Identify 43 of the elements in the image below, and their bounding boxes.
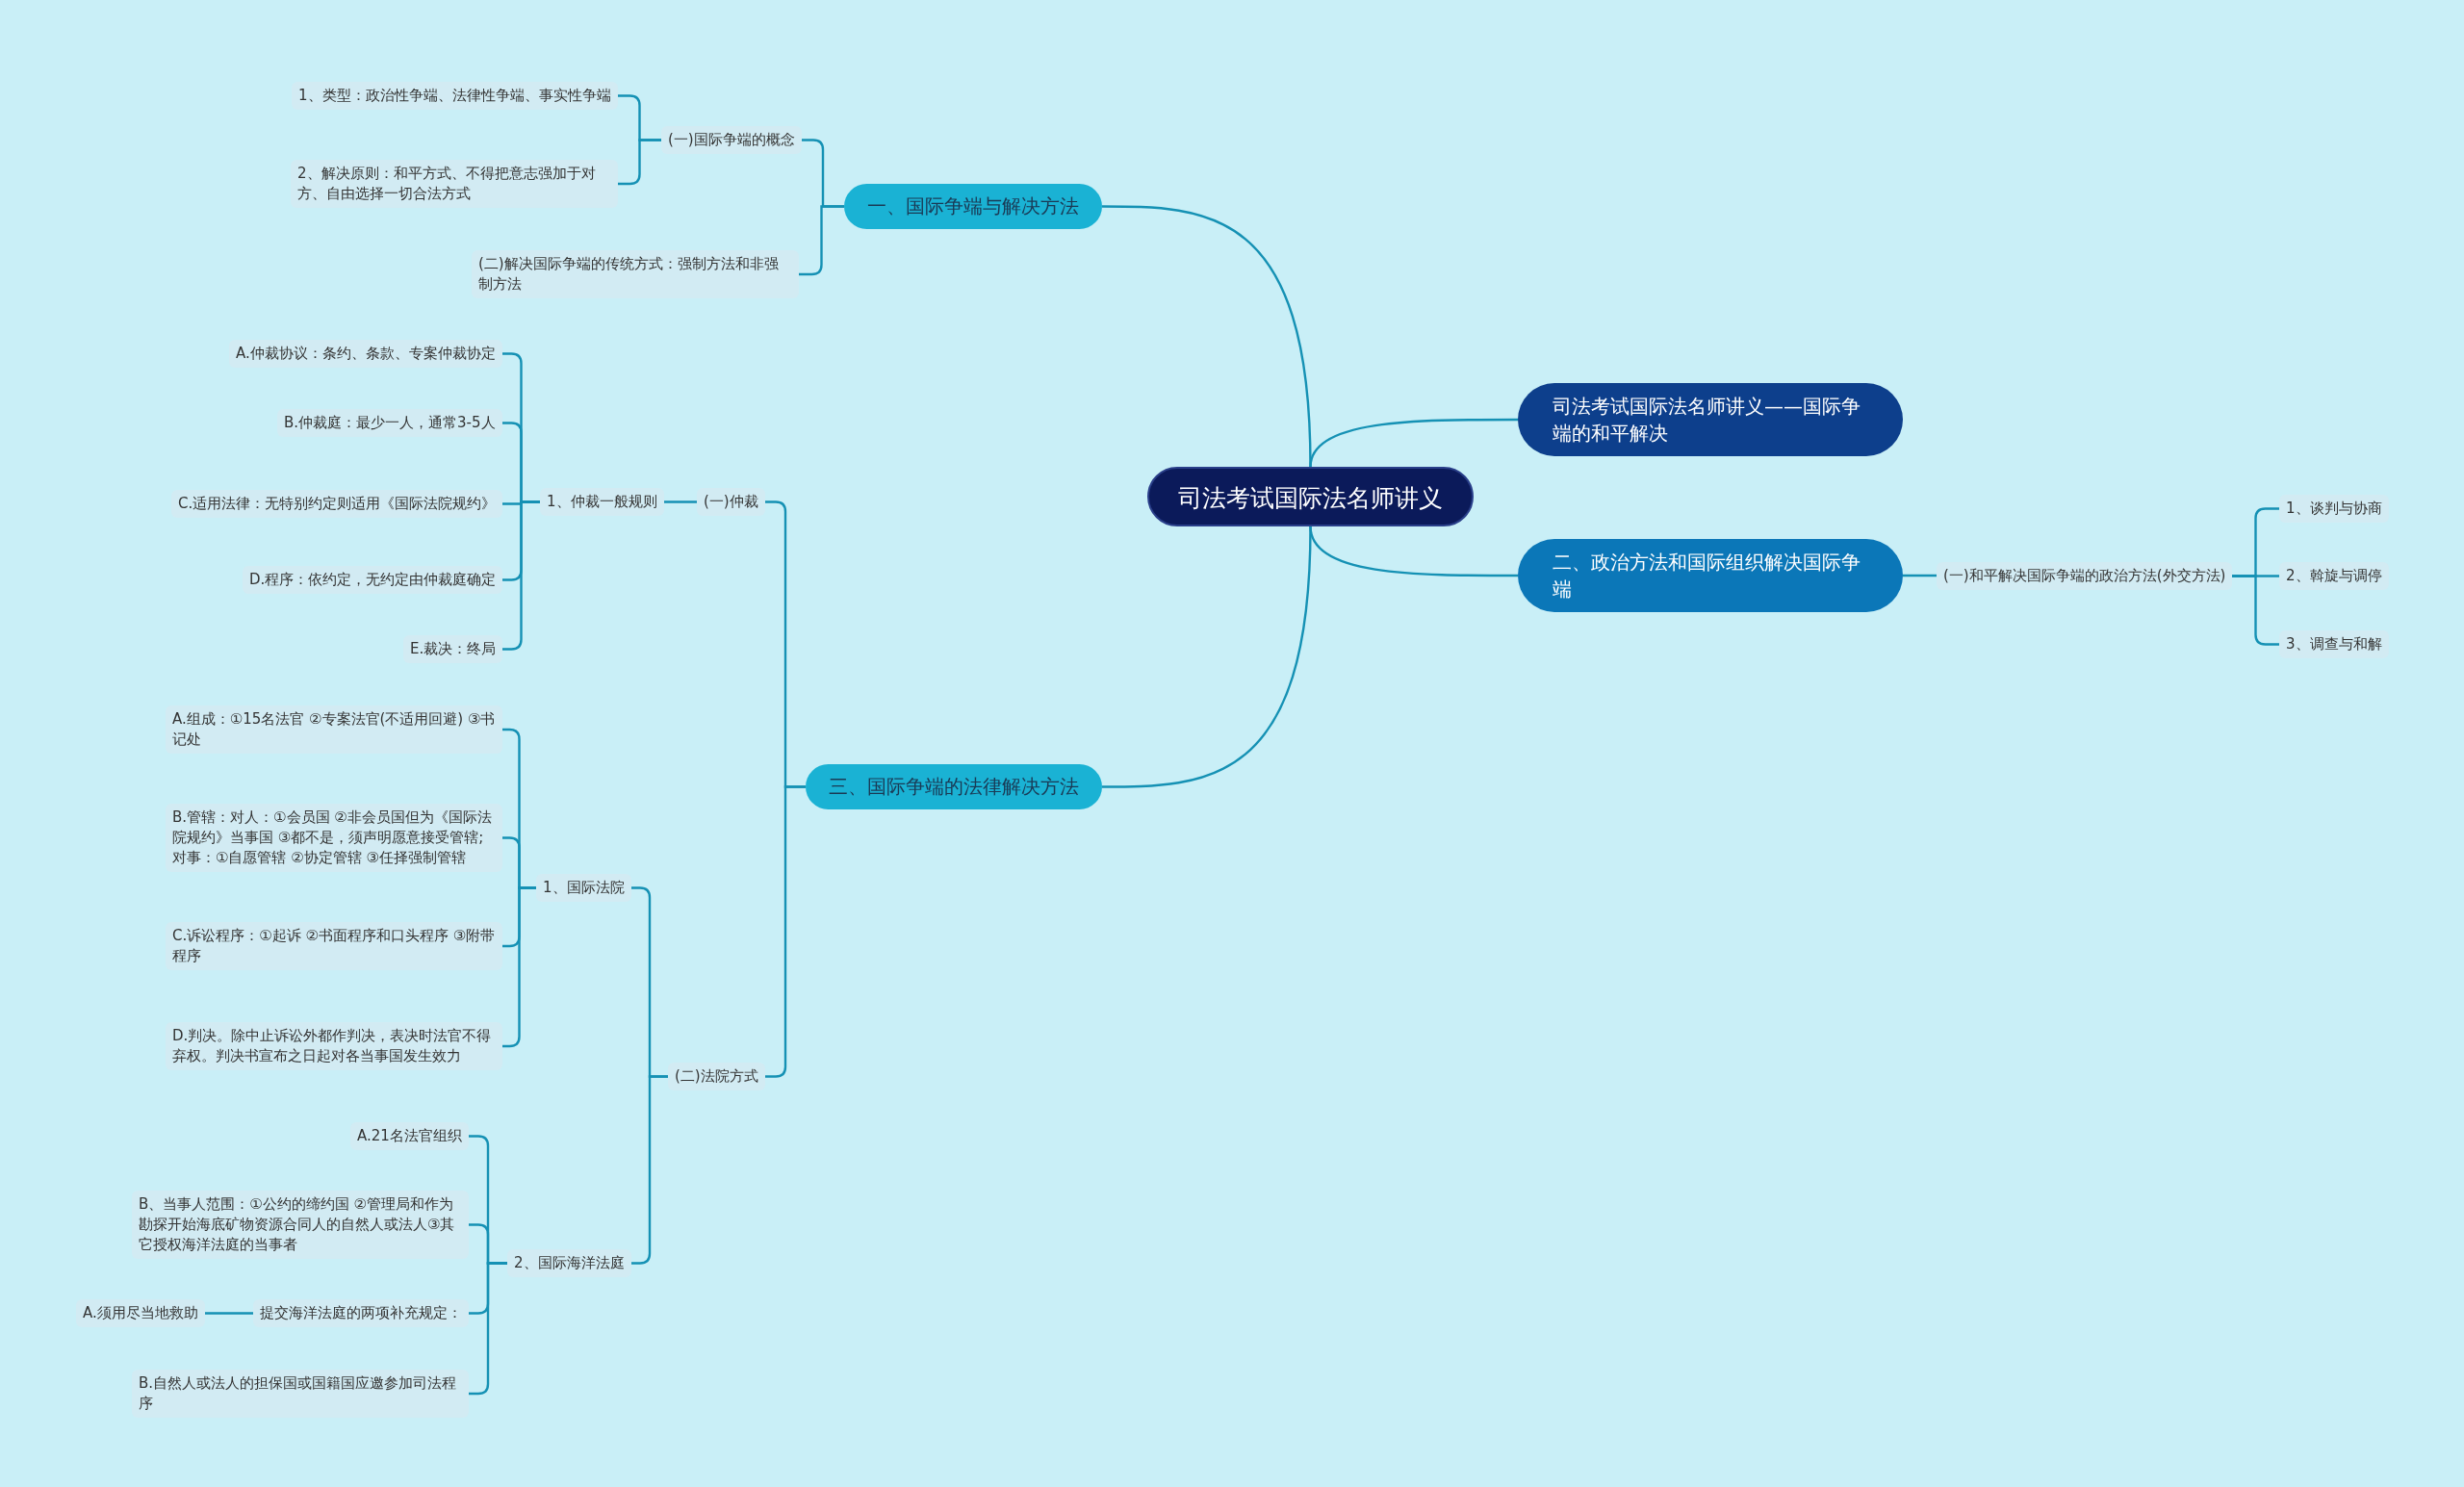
subtopic-label: 2、国际海洋法庭 — [507, 1248, 631, 1277]
topic-pill: 二、政治方法和国际组织解决国际争端 — [1518, 539, 1903, 612]
subtopic-label: B.仲裁庭：最少一人，通常3-5人 — [277, 408, 502, 437]
subtopic-label: (一)国际争端的概念 — [661, 125, 802, 154]
connector — [799, 205, 844, 276]
subtopic-label: A.须用尽当地救助 — [76, 1298, 205, 1327]
connector — [1309, 526, 1518, 577]
subtopic-label: 3、调查与和解 — [2279, 629, 2389, 658]
subtopic-label: 1、类型：政治性争端、法律性争端、事实性争端 — [292, 81, 618, 110]
subtopic-label: 提交海洋法庭的两项补充规定： — [253, 1298, 469, 1327]
topic-pill: 三、国际争端的法律解决方法 — [806, 763, 1102, 809]
subtopic-label: D.判决。除中止诉讼外都作判决，表决时法官不得弃权。判决书宣布之日起对各当事国发生效力 — [166, 1022, 502, 1070]
topic-pill: 一、国际争端与解决方法 — [844, 183, 1102, 229]
subtopic-label: E.裁决：终局 — [403, 634, 503, 663]
subtopic-label: A.组成：①15名法官 ②专案法官(不适用回避) ③书记处 — [166, 705, 502, 754]
connector — [205, 1312, 253, 1315]
subtopic-label: (二)解决国际争端的传统方式：强制方法和非强制方法 — [472, 250, 799, 298]
subtopic-label: (一)仲裁 — [697, 487, 765, 516]
central-topic: 司法考试国际法名师讲义 — [1146, 467, 1474, 526]
subtopic-label: B.管辖：对人：①会员国 ②非会员国但为《国际法院规约》当事国 ③都不是，须声明愿意接受管辖;对事：①自愿管辖 ②协定管辖 ③任择强制管辖 — [166, 803, 502, 872]
subtopic-label: C.适用法律：无特别约定则适用《国际法院规约》 — [171, 489, 503, 518]
connector — [765, 785, 806, 1078]
subtopic-label: 1、仲裁一般规则 — [540, 487, 664, 516]
subtopic-label: B.自然人或法人的担保国或国籍国应邀参加司法程序 — [132, 1370, 469, 1418]
subtopic-label: C.诉讼程序：①起诉 ②书面程序和口头程序 ③附带程序 — [166, 922, 502, 970]
connector — [502, 500, 540, 651]
subtopic-label: A.21名法官组织 — [350, 1121, 469, 1150]
subtopic-label: 1、国际法院 — [536, 873, 631, 902]
connector — [1903, 574, 1937, 577]
subtopic-label: D.程序：依约定，无约定由仲裁庭确定 — [243, 565, 503, 594]
topic-pill: 司法考试国际法名师讲义——国际争端的和平解决 — [1518, 383, 1903, 456]
connector — [618, 139, 661, 186]
subtopic-label: 2、解决原则：和平方式、不得把意志强加于对方、自由选择一切合法方式 — [291, 160, 618, 208]
connector — [664, 500, 697, 503]
subtopic-label: (二)法院方式 — [668, 1062, 765, 1090]
subtopic-label: A.仲裁协议：条约、条款、专案仲裁协定 — [229, 339, 502, 368]
subtopic-label: B、当事人范围：①公约的缔约国 ②管理局和作为勘探开始海底矿物资源合同人的自然人或法人③其它授权海洋法庭的当事者 — [132, 1190, 469, 1259]
connector — [2232, 575, 2279, 646]
connector — [1309, 418, 1518, 468]
subtopic-label: 2、斡旋与调停 — [2279, 561, 2389, 590]
connector — [631, 1075, 668, 1265]
subtopic-label: 1、谈判与协商 — [2279, 494, 2389, 523]
subtopic-label: (一)和平解决国际争端的政治方法(外交方法) — [1937, 561, 2233, 590]
